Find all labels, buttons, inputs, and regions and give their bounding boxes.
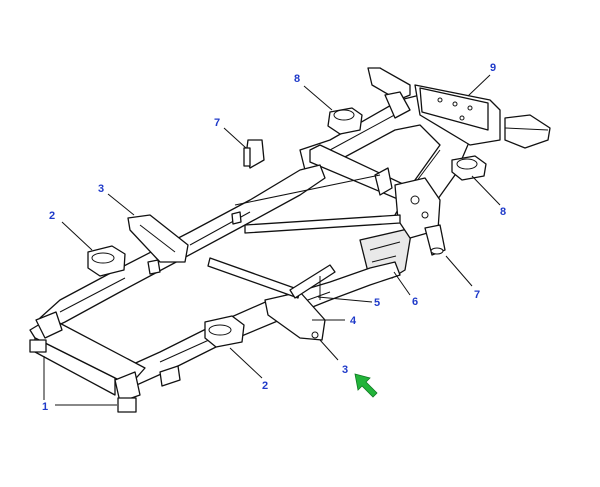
leader-8b [471, 175, 501, 206]
callout-7: 7 [214, 117, 220, 129]
callout-5: 5 [374, 297, 380, 309]
callout-7: 7 [474, 289, 480, 301]
chassis-frame-drawing [29, 67, 551, 413]
leader-2a [61, 221, 93, 251]
callout-8: 8 [294, 73, 300, 85]
callout-4: 4 [350, 315, 357, 327]
leader-6 [393, 271, 411, 296]
leader-3a [107, 193, 135, 216]
leader-9 [467, 74, 491, 97]
callout-8: 8 [500, 206, 506, 218]
leader-2b [229, 347, 263, 379]
callout-9: 9 [490, 62, 496, 74]
leader-7a [223, 127, 247, 149]
callout-2: 2 [49, 210, 55, 222]
cursor-arrow-icon [354, 373, 378, 398]
leader-3b [319, 339, 339, 361]
leader-7b [445, 255, 473, 287]
leader-lines [43, 74, 501, 406]
callout-3: 3 [98, 183, 104, 195]
leader-8a [303, 85, 333, 111]
callout-6: 6 [412, 296, 418, 308]
callout-1: 1 [42, 401, 48, 413]
leader-1 [43, 356, 117, 406]
callout-3: 3 [342, 364, 348, 376]
callout-labels: 1 2 2 3 3 4 5 6 7 7 8 8 9 [42, 62, 506, 413]
leader-5 [317, 296, 373, 303]
callout-2: 2 [262, 380, 268, 392]
